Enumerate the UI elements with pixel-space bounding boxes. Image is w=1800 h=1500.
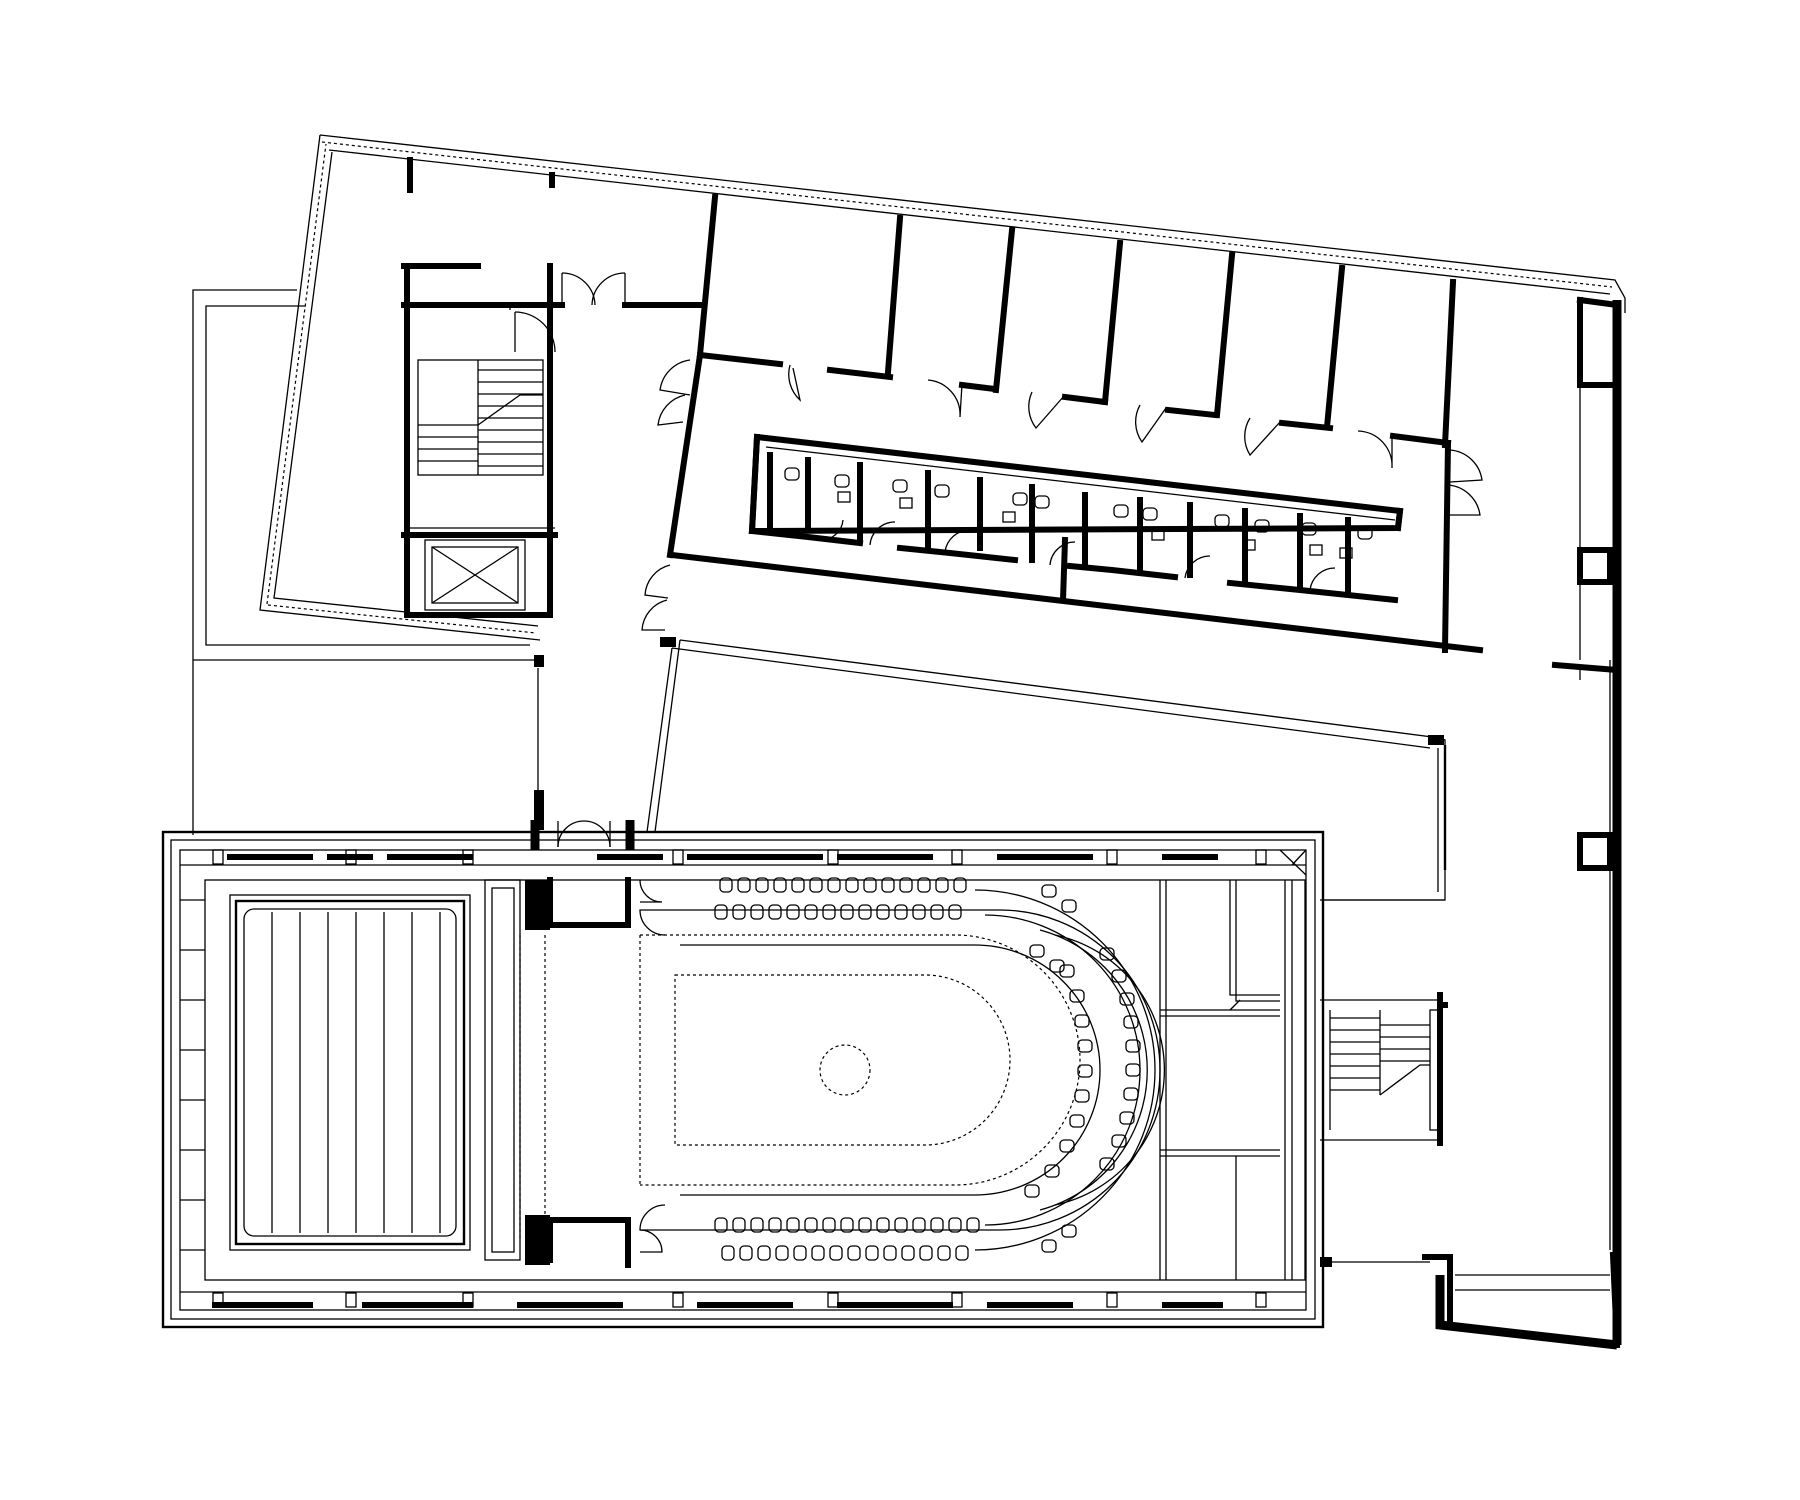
core-double-door (552, 272, 703, 308)
east-wall (1551, 296, 1622, 1345)
elevator (424, 539, 526, 611)
restroom-fixtures (784, 467, 1373, 559)
stage-floor (229, 894, 471, 1251)
stair-north (417, 359, 544, 476)
office-door-swings (788, 364, 1393, 469)
core-stair-elevator (401, 157, 558, 830)
stair-east (1320, 992, 1448, 1146)
seat-row-north-outer (719, 877, 967, 893)
pilasters-north (212, 849, 1267, 865)
seat-row-north-inner (714, 904, 962, 920)
pilasters-south (212, 1292, 1267, 1308)
stage-hall (161, 820, 1445, 1329)
auditorium-floor (639, 909, 1161, 1231)
west-terrace (192, 289, 540, 835)
core-door-swing (514, 311, 556, 353)
north-wing-outline (259, 134, 1626, 641)
proscenium (484, 879, 550, 1265)
southeast-annex (1320, 1251, 1621, 1350)
hall-door-south (547, 879, 663, 1268)
corridor-walls (641, 351, 1484, 901)
restroom-block (748, 433, 1404, 604)
seating (714, 877, 1165, 1261)
hall-service-rooms (1159, 849, 1307, 1280)
seat-arc (974, 884, 1165, 1253)
seat-row-south-outer (721, 1245, 969, 1261)
hall-double-door-north (530, 820, 635, 928)
office-row (696, 193, 1457, 449)
seat-row-south-inner (714, 1217, 980, 1233)
